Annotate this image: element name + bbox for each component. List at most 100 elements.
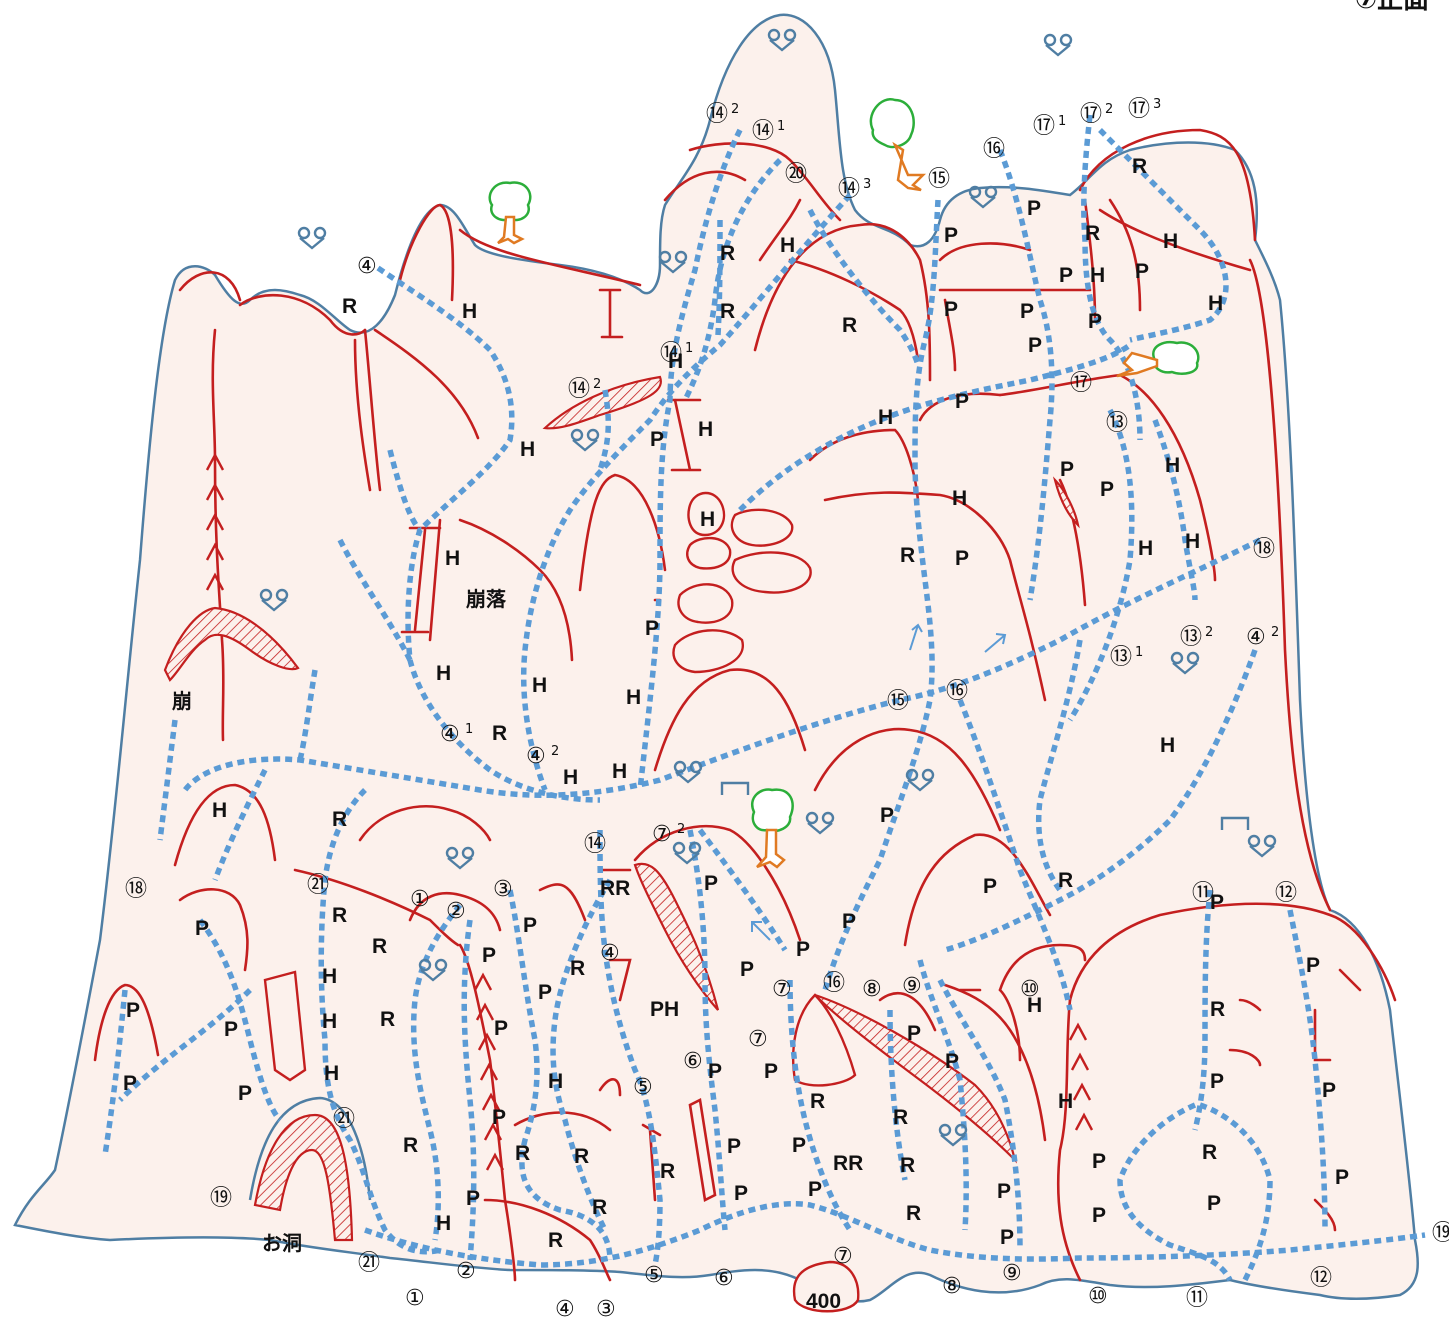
hold-letter: R — [592, 1196, 607, 1219]
route-lines — [102, 114, 1426, 1282]
route-number: ⑳ — [785, 162, 807, 187]
route-number: ④ — [555, 1297, 575, 1322]
hold-letter: RR — [600, 877, 630, 900]
hold-letter: P — [740, 958, 754, 981]
hold-letter: P — [997, 1180, 1011, 1203]
bolt-pair-icon — [673, 760, 703, 784]
route-number: ④ — [1246, 625, 1266, 650]
hold-letter: P — [792, 1134, 806, 1157]
route-number: ⑫ — [1275, 881, 1297, 906]
hold-letter: R — [810, 1090, 825, 1113]
route-number: ⑦ — [652, 822, 672, 847]
route-number: ⑭ — [838, 177, 860, 202]
hold-letter: R — [1058, 869, 1073, 892]
hold-letter: P — [1028, 334, 1042, 357]
route-number: ⑬ — [1180, 625, 1202, 650]
hold-letter: P — [123, 1072, 137, 1095]
bolt-pair-icon — [418, 958, 448, 982]
route-number-sup: 1 — [465, 722, 473, 737]
hold-letter: RR — [833, 1152, 863, 1175]
route-number-sup: 1 — [777, 119, 785, 134]
hold-letter: R — [900, 544, 915, 567]
hold-letter: P — [238, 1082, 252, 1105]
bolt-icons — [259, 28, 1277, 1147]
bolt-pair-icon — [1247, 834, 1277, 858]
label-collapse-big: 崩落 — [466, 587, 507, 611]
route-number: ⑪ — [1192, 881, 1214, 906]
hold-letter: P — [1000, 1226, 1014, 1249]
hold-letter: P — [523, 914, 537, 937]
cave-hatch — [253, 1113, 354, 1242]
hold-letter: P — [907, 1022, 921, 1045]
hold-letter: P — [1100, 478, 1114, 501]
corner-title: ⑦正面 — [1355, 0, 1429, 15]
hold-letter: R — [720, 242, 735, 265]
hold-letter: P — [704, 872, 718, 895]
hold-letter: P — [945, 1050, 959, 1073]
route-number: ⑭ — [584, 832, 606, 857]
tree-icon — [1116, 341, 1200, 378]
route-number-sup: 3 — [1153, 97, 1161, 112]
bolt-pair-icon — [938, 1123, 968, 1147]
hold-letter: P — [482, 944, 496, 967]
route-number: ⑦ — [833, 1244, 853, 1269]
bolt-pair-icon — [968, 185, 998, 209]
hold-letter: P — [1322, 1079, 1336, 1102]
hold-letter: P — [126, 999, 140, 1022]
hold-letter: P — [650, 428, 664, 451]
label-boulder-400: 400 — [806, 1290, 841, 1313]
hold-letter: P — [708, 1060, 722, 1083]
hold-letter: H — [878, 406, 893, 429]
hold-letter: P — [944, 298, 958, 321]
hold-letter: H — [1027, 994, 1042, 1017]
tree-icon — [488, 181, 532, 245]
route-number: ⑩ — [1020, 977, 1040, 1002]
hold-letter: P — [727, 1135, 741, 1158]
route-number: ③ — [493, 877, 513, 902]
hold-letter: P — [734, 1182, 748, 1205]
bolt-pair-icon — [445, 846, 475, 870]
route-number-sup: 1 — [1135, 645, 1143, 660]
boulder-400 — [792, 1260, 860, 1313]
hold-letter: P — [1092, 1204, 1106, 1227]
route-number: ㉑ — [333, 1107, 355, 1132]
hold-letter: R — [574, 1145, 589, 1168]
hold-letter: R — [548, 1229, 563, 1252]
route-number: ② — [456, 1259, 476, 1284]
route-number: ⑥ — [714, 1266, 734, 1291]
bolt-pair-icon — [767, 28, 797, 52]
route-number: ② — [446, 899, 466, 924]
hold-letter: R — [515, 1142, 530, 1165]
hold-letter: P — [1207, 1192, 1221, 1215]
hold-letter: P — [842, 910, 856, 933]
bolt-pair-icon — [297, 226, 327, 250]
route-number: ⑲ — [210, 1186, 232, 1211]
hatch-diag — [633, 862, 720, 1011]
hold-letter: R — [720, 300, 735, 323]
route-number: ⑭ — [752, 119, 774, 144]
hatch-slab — [542, 375, 662, 430]
pillar-block — [263, 970, 307, 1082]
hold-letter: H — [462, 300, 477, 323]
route-number: ⑤ — [644, 1263, 664, 1288]
route-number: ③ — [596, 1297, 616, 1322]
hold-letter: R — [492, 722, 507, 745]
label-collapse-small: 崩 — [172, 689, 192, 713]
bolt-pair-icon — [1170, 651, 1200, 675]
hold-letter: H — [212, 799, 227, 822]
route-number: ⑦ — [748, 1027, 768, 1052]
hold-letter: H — [780, 234, 795, 257]
hold-letter: PH — [650, 998, 679, 1021]
hold-letter: H — [1138, 537, 1153, 560]
route-number: ⑰ — [1128, 97, 1150, 122]
hold-letter: H — [1160, 734, 1175, 757]
route-number: ⑱ — [125, 877, 147, 902]
hold-letter: P — [1092, 1150, 1106, 1173]
hold-letter: R — [1132, 155, 1147, 178]
route-number: ④ — [600, 941, 620, 966]
hold-letter: P — [1135, 260, 1149, 283]
bolt-pair-icon — [672, 841, 702, 865]
hold-letter: P — [645, 617, 659, 640]
route-number: ⑱ — [1253, 537, 1275, 562]
